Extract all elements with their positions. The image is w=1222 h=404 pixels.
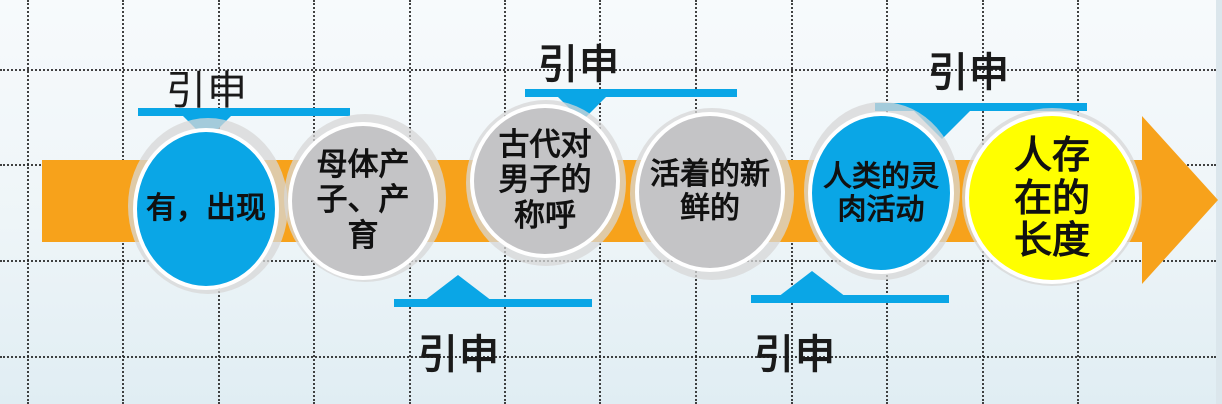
node-5: 人类的灵 肉活动 xyxy=(808,112,954,274)
node-text: 育 xyxy=(347,217,379,254)
callout-line-top-2 xyxy=(525,89,737,97)
node-text: 人存 xyxy=(1013,133,1090,178)
node-text: 称呼 xyxy=(514,197,576,234)
node-text: 古代对 xyxy=(498,126,592,163)
grid-line xyxy=(0,356,1216,358)
callout-label: 引申 xyxy=(928,50,1010,96)
node-1: 有，出现 xyxy=(133,128,279,290)
grid-line xyxy=(0,69,1216,71)
node-text: 男子的 xyxy=(498,162,592,199)
callout-line-top-1 xyxy=(138,108,350,116)
callout-label: 引申 xyxy=(166,68,248,114)
callout-label: 引申 xyxy=(754,332,836,378)
node-text: 肉活动 xyxy=(837,192,925,226)
grid-line xyxy=(27,0,29,404)
node-6: 人存 在的 长度 xyxy=(965,112,1139,284)
slide-edge xyxy=(1216,0,1222,404)
node-2: 母体产 子、产 育 xyxy=(288,122,438,280)
node-4: 活着的新 鲜的 xyxy=(635,112,785,272)
grid-line xyxy=(0,260,1216,262)
node-text: 有，出现 xyxy=(146,190,266,226)
node-text: 活着的新 xyxy=(650,156,770,192)
node-text: 在的 xyxy=(1013,175,1090,220)
node-text: 子、产 xyxy=(316,182,410,219)
callout-label: 引申 xyxy=(418,332,500,378)
node-text: 母体产 xyxy=(316,146,410,183)
callout-line-bottom-2 xyxy=(751,295,949,303)
callout-pointer-up-icon xyxy=(778,271,846,297)
node-text: 鲜的 xyxy=(680,191,740,226)
node-text: 长度 xyxy=(1013,218,1090,263)
callout-line-bottom-1 xyxy=(394,299,592,307)
callout-pointer-up-icon xyxy=(424,275,492,301)
node-3: 古代对 男子的 称呼 xyxy=(470,104,620,258)
arrow-head-icon xyxy=(1142,116,1218,284)
callout-line-top-3 xyxy=(875,103,1087,111)
node-text: 人类的灵 xyxy=(822,158,939,193)
callout-label: 引申 xyxy=(538,42,620,88)
